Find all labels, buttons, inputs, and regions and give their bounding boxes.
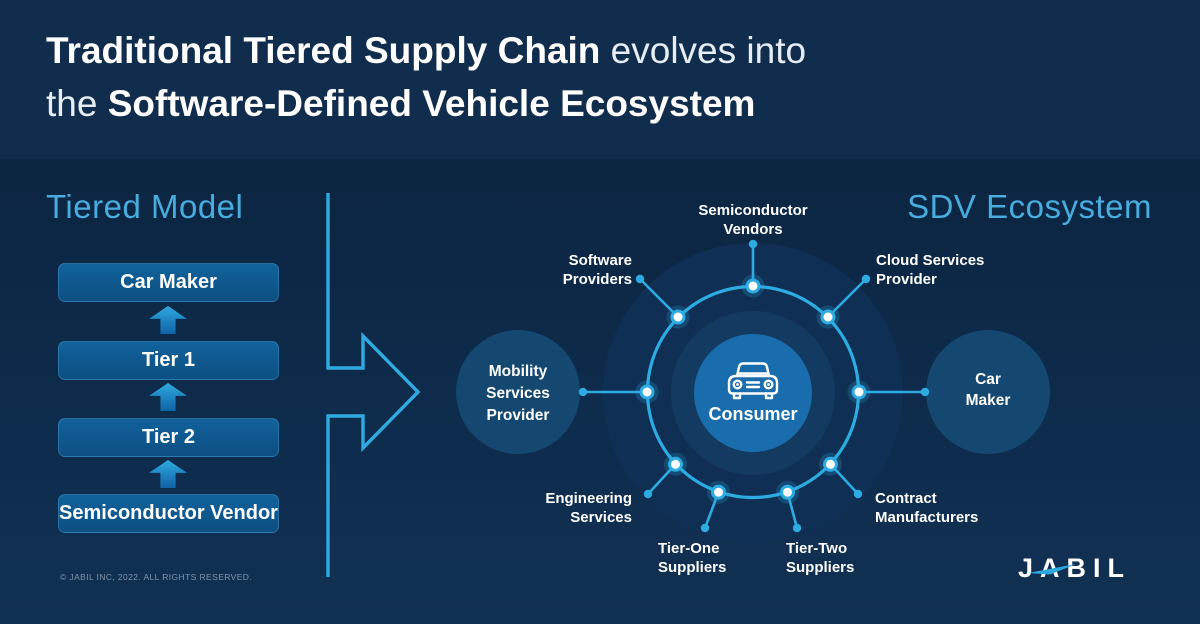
title-bold-2: Software-Defined Vehicle Ecosystem <box>107 83 756 124</box>
tier-box-tier-1: Tier 1 <box>58 341 279 380</box>
car-maker-circle <box>926 330 1050 454</box>
contract-manufacturers-label: Contract Manufacturers <box>875 490 979 526</box>
copyright-text: © JABIL INC, 2022. ALL RIGHTS RESERVED. <box>60 572 253 582</box>
page-title: Traditional Tiered Supply Chain evolves … <box>46 24 806 130</box>
semiconductor-vendors-label: Semiconductor Vendors <box>698 202 808 238</box>
cloud-services-provider-label: Cloud Services Provider <box>876 252 985 288</box>
transform-arrow-icon <box>326 193 421 577</box>
tier-box-semiconductor-vendor: Semiconductor Vendor <box>58 494 279 533</box>
mobility-services-provider-label: Mobility Services Provider <box>486 363 550 424</box>
header-band: Traditional Tiered Supply Chain evolves … <box>0 0 1200 159</box>
up-arrow-icon <box>149 383 187 411</box>
up-arrow-icon <box>149 460 187 488</box>
engineering-services-label: Engineering Services <box>545 490 632 526</box>
car-maker-label: Car Maker <box>965 371 1011 409</box>
tier-box-car-maker: Car Maker <box>58 263 279 302</box>
tier-two-suppliers-label: Tier-Two Suppliers <box>786 540 855 576</box>
consumer-label: Consumer <box>708 404 798 424</box>
tiered-model-heading: Tiered Model <box>46 188 244 225</box>
title-line-1: Traditional Tiered Supply Chain evolves … <box>46 24 806 77</box>
spoke-end-dots <box>578 239 930 533</box>
title-light-2: the <box>46 83 108 124</box>
tier-one-suppliers-label: Tier-One Suppliers <box>658 540 727 576</box>
software-providers-label: Software Providers <box>562 252 632 288</box>
tier-box-tier-2: Tier 2 <box>58 418 279 457</box>
up-arrow-icon <box>149 306 187 334</box>
car-icon <box>725 360 781 407</box>
mobility-circle <box>456 330 580 454</box>
title-bold-1: Traditional Tiered Supply Chain <box>46 30 601 71</box>
jabil-logo-text: JABIL <box>1018 553 1132 583</box>
title-light-1: evolves into <box>600 30 807 71</box>
jabil-swoosh-icon <box>1028 564 1076 575</box>
title-line-2: the Software-Defined Vehicle Ecosystem <box>46 77 806 130</box>
jabil-logo: JABIL <box>1018 553 1150 587</box>
ring-nodes <box>639 278 867 500</box>
sdv-ecosystem-heading: SDV Ecosystem <box>907 188 1152 225</box>
